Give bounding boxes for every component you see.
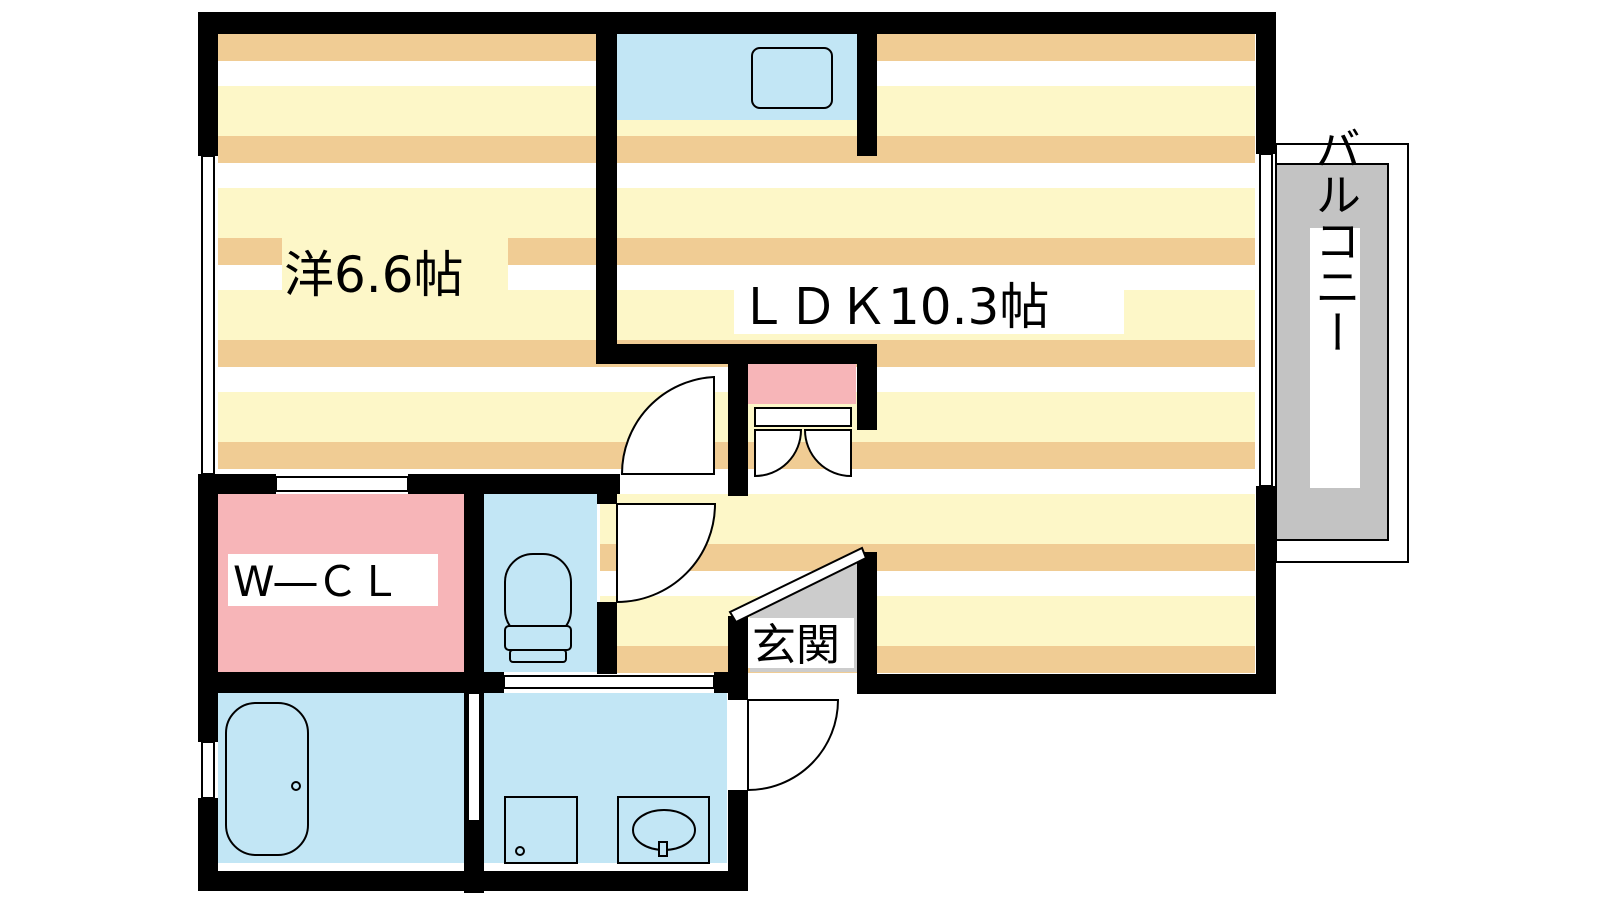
- wall: [857, 552, 877, 694]
- window: [503, 675, 715, 689]
- wall: [597, 602, 617, 674]
- wall: [597, 494, 617, 504]
- window: [1259, 153, 1273, 487]
- wall: [198, 798, 218, 891]
- wall: [714, 672, 748, 693]
- western-room-label: 洋6.6帖: [284, 246, 464, 304]
- western-room-label-bg: [282, 236, 508, 300]
- doors: [467, 375, 868, 822]
- ldk-label: ＬＤＫ10.3帖: [738, 278, 1049, 336]
- ldk-label-bg: [734, 268, 1124, 334]
- wall: [596, 34, 617, 364]
- door-swing: [747, 699, 840, 792]
- wall: [198, 474, 276, 494]
- wall: [484, 672, 504, 693]
- wall: [1256, 486, 1276, 694]
- toilet-base: [509, 649, 567, 663]
- wall: [728, 344, 748, 496]
- closet-label: W―ＣＬ: [233, 557, 401, 606]
- door-panel: [728, 546, 868, 624]
- wall: [198, 12, 218, 156]
- door-swing: [620, 375, 715, 475]
- wall: [596, 344, 742, 364]
- door-swing: [803, 429, 852, 478]
- entrance-label-bg: [748, 618, 854, 668]
- bathtub-drain: [291, 781, 301, 791]
- wall: [408, 474, 620, 494]
- toilet-tank: [504, 625, 572, 651]
- wall: [728, 790, 748, 891]
- kitchen-sink: [751, 47, 833, 109]
- faucet: [658, 841, 668, 857]
- washing-machine-drain: [515, 846, 525, 856]
- door-swing: [616, 503, 717, 604]
- wall: [198, 12, 1276, 34]
- wall: [728, 344, 877, 364]
- window: [201, 155, 215, 475]
- storage-floor: [748, 364, 856, 404]
- closet-label-bg: [228, 554, 438, 606]
- wall: [857, 344, 877, 430]
- window: [275, 476, 409, 492]
- balcony-label: バルコニー: [1308, 125, 1362, 355]
- entrance-label: 玄関: [752, 620, 840, 671]
- wall: [857, 34, 877, 156]
- sliding-door: [467, 692, 481, 822]
- fixtures: [225, 553, 710, 864]
- storage-shelf: [754, 407, 852, 427]
- wall: [198, 474, 218, 742]
- door-swing: [754, 429, 803, 478]
- window: [201, 741, 215, 799]
- wall: [862, 674, 1276, 694]
- wall: [1256, 12, 1276, 154]
- bathtub: [225, 702, 309, 856]
- walls: [198, 12, 1276, 893]
- balcony-label-bg: [1310, 228, 1360, 488]
- windows: [201, 153, 1273, 799]
- wall: [198, 672, 484, 693]
